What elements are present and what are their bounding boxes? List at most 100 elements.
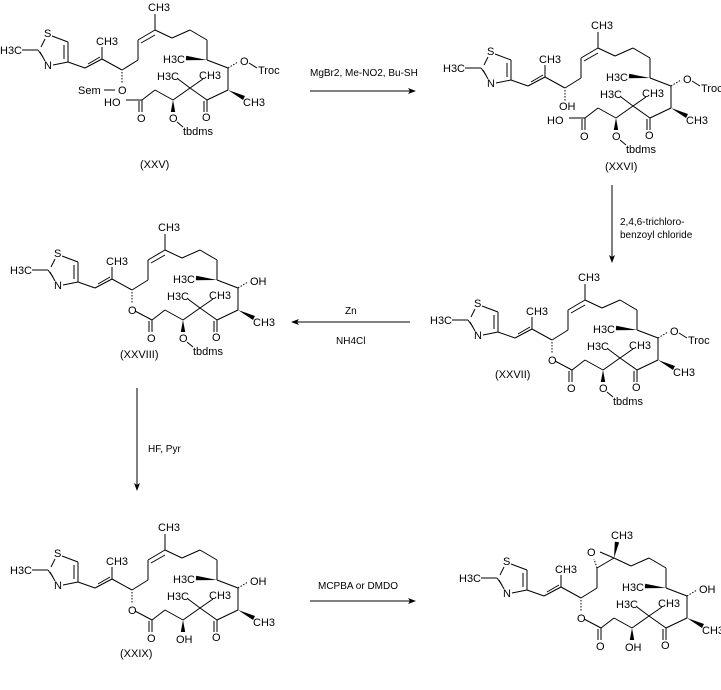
bond: [164, 249, 183, 259]
bond: [648, 557, 667, 569]
bond: [121, 59, 139, 71]
bond: [580, 47, 599, 59]
c4-methyl-label-2: CH3: [629, 340, 651, 352]
epoxide-methyl-wedge: [614, 541, 620, 558]
bond: [61, 255, 79, 263]
epoxide-methyl-label: CH3: [611, 530, 633, 542]
bond: [631, 615, 650, 629]
sulfur-label: S: [54, 548, 61, 560]
bond: [67, 61, 86, 69]
bond: [678, 332, 688, 339]
bond: [182, 607, 201, 621]
c15-oxygen-label: O: [128, 305, 137, 317]
c4-methyl-label-2: CH3: [209, 590, 231, 602]
bond: [583, 52, 599, 62]
c5-ketone-oxygen-label: O: [212, 632, 221, 644]
vinyl-methyl-label: CH3: [96, 36, 118, 48]
bond: [171, 29, 191, 39]
bond: [691, 80, 701, 87]
bond: [97, 576, 111, 585]
bond: [189, 29, 208, 41]
c15-protecting-group-label: Sem: [78, 85, 101, 97]
bond: [530, 74, 544, 83]
reagent-step2-line1: 2,4,6-trichloro-: [620, 217, 684, 228]
sulfur-label: S: [44, 28, 51, 40]
lactone-bond: [134, 610, 153, 621]
nitrogen-label: N: [54, 580, 62, 592]
bond: [600, 617, 615, 629]
c3-oxygen-wedge: [613, 118, 619, 130]
c4-methyl-label-2: CH3: [199, 70, 221, 82]
c7-hydroxyl-label: OH: [250, 276, 267, 288]
bond: [186, 341, 194, 348]
bond: [154, 89, 174, 101]
c1-carbonyl-oxygen-label: O: [147, 333, 156, 345]
bond: [597, 47, 616, 57]
bond: [517, 326, 531, 335]
bond: [164, 609, 184, 621]
bond: [147, 249, 166, 261]
thiazole-methyl-label: H3C: [459, 573, 481, 585]
bond: [597, 107, 617, 119]
bond: [216, 609, 239, 621]
bond: [636, 359, 659, 371]
bond: [596, 557, 615, 569]
bond: [248, 62, 258, 69]
bond: [546, 584, 560, 593]
bond: [151, 309, 166, 321]
bond: [531, 328, 553, 341]
thiazole-methyl-label: H3C: [10, 265, 32, 277]
bond: [199, 607, 218, 621]
bond: [483, 56, 489, 66]
c3-oxygen-wedge: [180, 620, 186, 632]
c1-carbonyl-oxygen-label: O: [567, 383, 576, 395]
compound-label: (XXIX): [120, 648, 152, 660]
sulfur-label: S: [474, 298, 481, 310]
bond: [630, 557, 650, 567]
c4-methyl-label-2: CH3: [209, 290, 231, 302]
bond: [665, 617, 688, 629]
bond: [570, 304, 586, 314]
bond: [544, 76, 566, 89]
bond: [199, 307, 218, 321]
c5-ketone-oxygen-label: O: [202, 112, 211, 124]
bond: [206, 89, 229, 101]
bond: [182, 307, 201, 321]
bond: [150, 254, 166, 264]
c8-methyl-label: H3C: [622, 582, 644, 594]
c8-methyl-label: H3C: [606, 72, 628, 84]
c3-hydroxyl-label: OH: [625, 642, 642, 654]
bond: [620, 96, 634, 107]
bond: [62, 281, 79, 286]
c7-protecting-group-label: Troc: [701, 83, 721, 95]
bond: [494, 53, 512, 61]
c8-methyl-wedge: [628, 73, 650, 79]
c5-ketone-oxygen-label: O: [632, 382, 641, 394]
bond: [480, 67, 487, 76]
bond: [216, 309, 239, 321]
bond: [615, 105, 634, 119]
bond: [137, 29, 156, 41]
bond: [636, 606, 650, 617]
vinyl-methyl-label: CH3: [106, 256, 128, 268]
bond: [481, 305, 499, 313]
c6-methyl-wedge: [671, 108, 688, 118]
bond: [636, 329, 659, 339]
lactone-bond: [583, 618, 602, 629]
acid-hydroxyl-label: HO: [547, 115, 564, 127]
bond: [199, 298, 214, 309]
bond: [510, 563, 528, 571]
sulfur-label: S: [54, 248, 61, 260]
c3-protecting-group-label: tbdms: [183, 126, 213, 138]
c6-methyl-label: CH3: [686, 115, 708, 127]
bond: [181, 249, 201, 259]
bond: [613, 617, 633, 629]
bond: [564, 77, 582, 89]
bond: [111, 278, 133, 291]
bond: [164, 309, 184, 321]
c7-hydroxyl-label: OH: [699, 584, 716, 596]
